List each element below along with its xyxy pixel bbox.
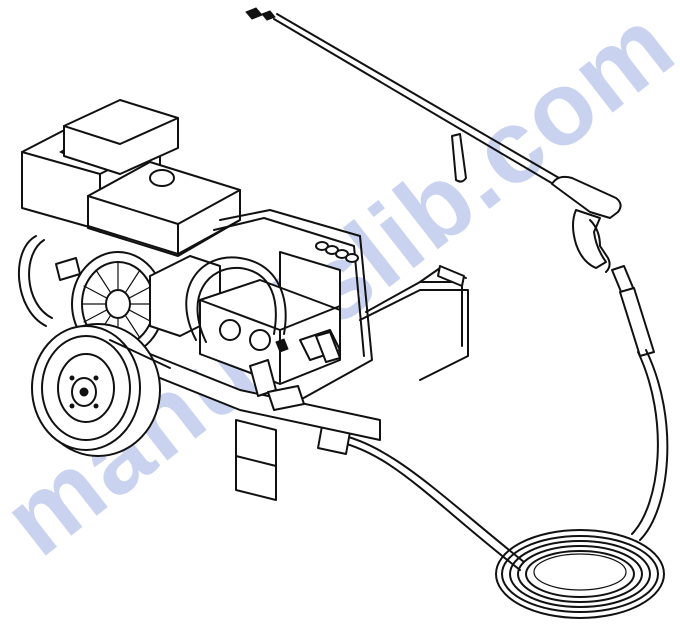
spray-wand	[245, 7, 655, 357]
bypass-hose	[185, 256, 287, 343]
hose-coil	[495, 529, 665, 619]
high-pressure-hose	[317, 349, 669, 571]
pump	[199, 279, 341, 411]
wheel	[31, 323, 171, 457]
control-panel-knobs	[315, 241, 359, 263]
